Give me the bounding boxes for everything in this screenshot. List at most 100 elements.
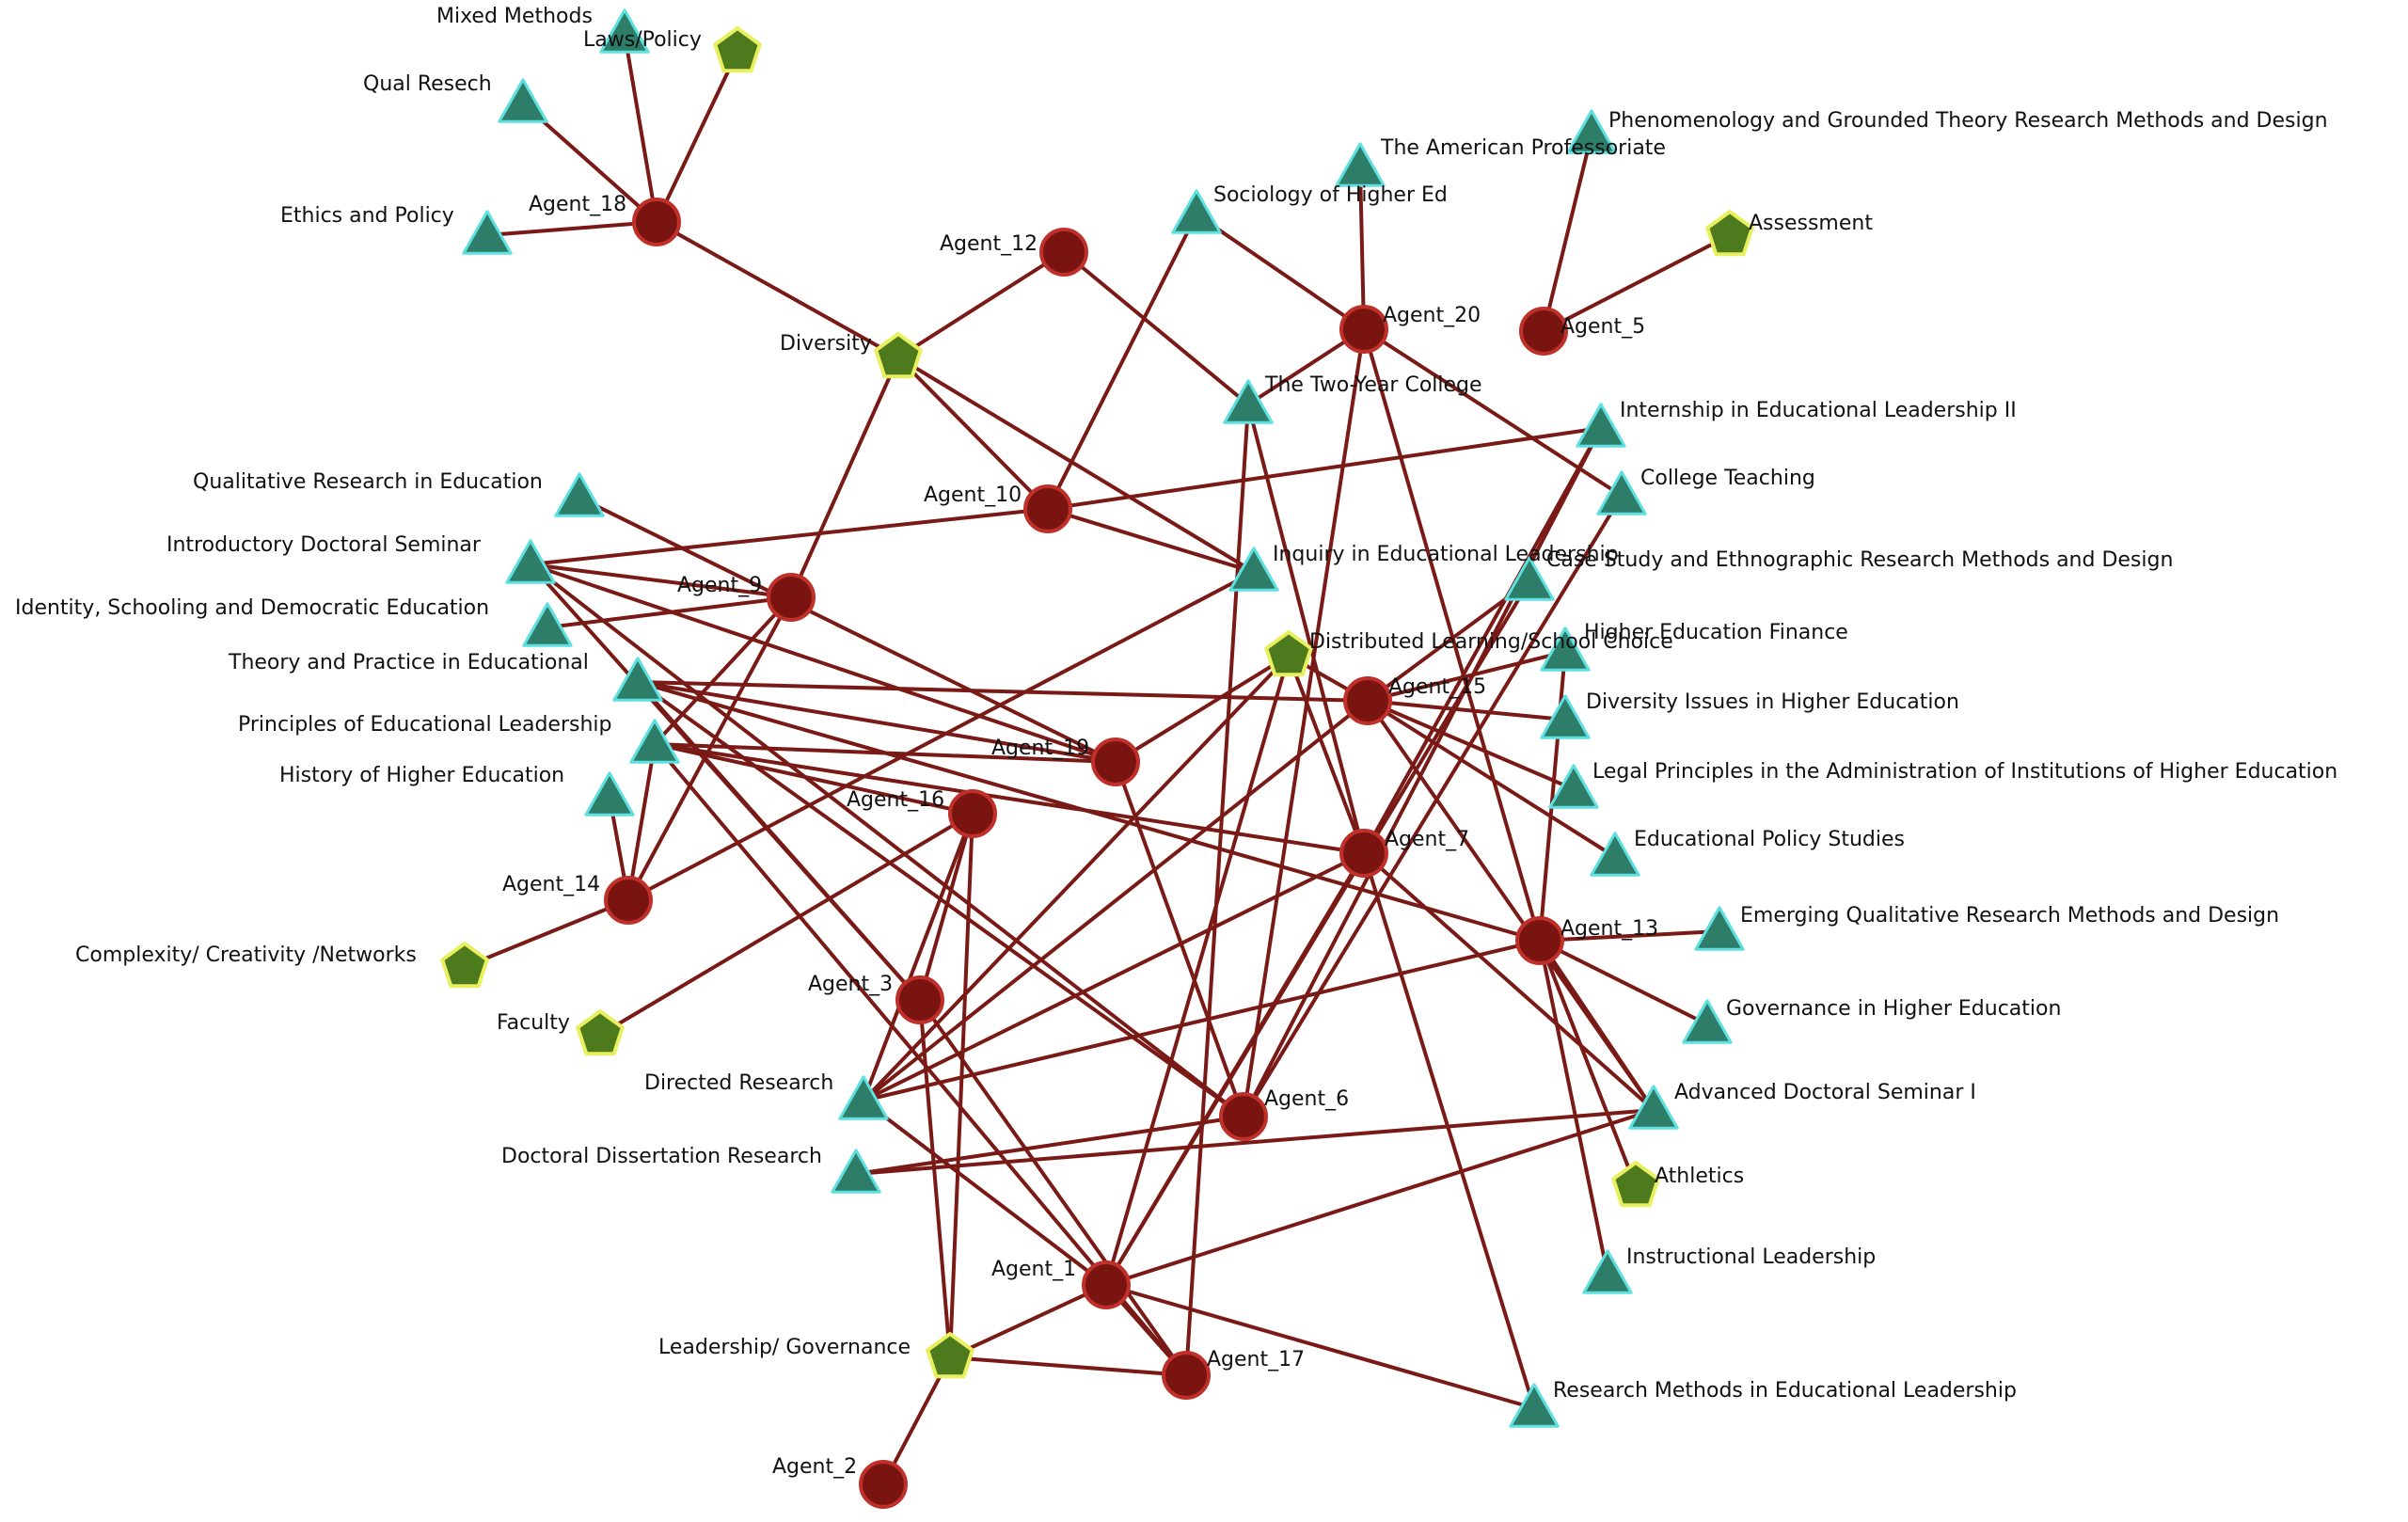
edge-agent_15-diversity_issues	[1366, 699, 1567, 721]
ed-policy-label: Educational Policy Studies	[1634, 828, 1905, 851]
agent-3-label: Agent_3	[808, 973, 893, 996]
leadership-governance-topic-node[interactable]	[926, 1332, 974, 1379]
edge-theory_practice-agent_3	[636, 680, 922, 1002]
edge-principles_el-agent_16	[653, 742, 974, 816]
governance-he-course-node[interactable]	[1682, 999, 1733, 1044]
ethics-policy-course-node[interactable]	[462, 210, 513, 255]
history-he-label: History of Higher Education	[279, 764, 564, 787]
edge-faculty-agent_16	[598, 812, 974, 1037]
diversity-issues-course-node[interactable]	[1540, 694, 1591, 739]
theory-practice-course-node[interactable]	[612, 657, 663, 702]
edge-agent_16-agent_3	[918, 812, 974, 1002]
edge-agent_13-governance_he	[1538, 939, 1709, 1026]
instructional-leadership-label: Instructional Leadership	[1626, 1245, 1876, 1269]
agent-3-agent-node[interactable]	[895, 975, 944, 1024]
two-year-college-course-node[interactable]	[1223, 379, 1274, 424]
doctoral-dissertation-label: Doctoral Dissertation Research	[501, 1145, 822, 1168]
phenomenology-course-node[interactable]	[1566, 109, 1617, 154]
agent-1-label: Agent_1	[991, 1258, 1076, 1281]
edge-agent_14-inquiry_el	[626, 570, 1256, 902]
agent-17-label: Agent_17	[1207, 1348, 1305, 1371]
assessment-topic-node[interactable]	[1705, 210, 1754, 257]
legal-principles-course-node[interactable]	[1548, 764, 1599, 809]
edge-agent_18-mixed_methods	[623, 32, 658, 224]
inquiry-el-course-node[interactable]	[1228, 547, 1279, 592]
edge-leadership_governance-agent_17	[948, 1356, 1188, 1377]
athletics-label: Athletics	[1655, 1165, 1744, 1188]
directed-research-course-node[interactable]	[838, 1075, 889, 1120]
history-he-course-node[interactable]	[584, 771, 635, 816]
laws-policy-topic-node[interactable]	[713, 26, 762, 73]
agent-14-agent-node[interactable]	[604, 876, 653, 925]
complexity-topic-node[interactable]	[440, 942, 489, 989]
qual-research-ed-course-node[interactable]	[554, 472, 605, 517]
he-finance-course-node[interactable]	[1540, 626, 1591, 672]
agent-19-agent-node[interactable]	[1091, 737, 1140, 786]
edge-agent_15-he_finance	[1366, 650, 1567, 703]
edge-agent_1-research_methods_el	[1104, 1283, 1536, 1410]
athletics-topic-node[interactable]	[1611, 1161, 1660, 1208]
agent-6-agent-node[interactable]	[1219, 1092, 1268, 1141]
edge-distributed_learning-agent_7	[1287, 654, 1366, 855]
american-professoriate-course-node[interactable]	[1335, 142, 1386, 187]
principles-el-course-node[interactable]	[629, 719, 680, 764]
edge-agent_1-case_study	[1104, 579, 1531, 1287]
edge-agent_5-phenomenology	[1542, 133, 1593, 333]
agent-20-agent-node[interactable]	[1339, 305, 1388, 354]
agent-16-label: Agent_16	[847, 788, 944, 812]
adv-doctoral-course-node[interactable]	[1628, 1085, 1679, 1130]
case-study-course-node[interactable]	[1504, 556, 1555, 601]
college-teaching-course-node[interactable]	[1596, 470, 1647, 515]
edge-agent_13-instructional_leadership	[1538, 939, 1609, 1276]
instructional-leadership-course-node[interactable]	[1582, 1249, 1633, 1294]
sociology-he-label: Sociology of Higher Ed	[1213, 183, 1448, 207]
agent-7-agent-node[interactable]	[1339, 829, 1388, 878]
agent-5-agent-node[interactable]	[1519, 307, 1568, 356]
edge-agent_7-internship_el2	[1362, 426, 1603, 855]
edge-agent_13-he_finance	[1538, 650, 1567, 943]
edge-two_year_college-agent_7	[1246, 403, 1366, 855]
edge-agent_15-directed_research	[862, 699, 1370, 1102]
doctoral-dissertation-course-node[interactable]	[831, 1149, 881, 1194]
agent-17-agent-node[interactable]	[1162, 1351, 1211, 1400]
edge-agent_10-sociology_he	[1046, 213, 1198, 511]
agent-10-agent-node[interactable]	[1023, 484, 1072, 533]
agent-12-agent-node[interactable]	[1039, 228, 1088, 277]
principles-el-label: Principles of Educational Leadership	[238, 713, 611, 737]
agent-18-agent-node[interactable]	[632, 198, 681, 246]
edge-agent_1-leadership_governance	[948, 1283, 1108, 1359]
agent-2-label: Agent_2	[772, 1455, 857, 1479]
agent-1-agent-node[interactable]	[1082, 1260, 1131, 1309]
edge-agent_6-doctoral_dissertation	[854, 1115, 1245, 1176]
edge-agent_7-research_methods_el	[1362, 851, 1536, 1410]
edge-agent_10-intro_doctoral	[529, 507, 1050, 566]
legal-principles-label: Legal Principles in the Administration o…	[1592, 760, 2337, 784]
intro-doctoral-course-node[interactable]	[505, 539, 556, 584]
edge-agent_10-internship_el2	[1046, 426, 1603, 511]
diversity-topic-node[interactable]	[874, 332, 923, 379]
emerging-qual-course-node[interactable]	[1694, 906, 1745, 951]
agent-16-agent-node[interactable]	[948, 789, 997, 838]
agent-9-agent-node[interactable]	[767, 573, 816, 622]
intro-doctoral-label: Introductory Doctoral Seminar	[166, 533, 482, 557]
ed-policy-course-node[interactable]	[1590, 832, 1640, 877]
agent-6-label: Agent_6	[1264, 1087, 1349, 1111]
agent-7-label: Agent_7	[1385, 828, 1469, 851]
ethics-policy-label: Ethics and Policy	[280, 204, 454, 228]
sociology-he-course-node[interactable]	[1171, 189, 1222, 234]
edge-agent_13-athletics	[1538, 939, 1638, 1188]
research-methods-el-course-node[interactable]	[1509, 1383, 1560, 1428]
identity-schooling-course-node[interactable]	[522, 602, 573, 647]
faculty-topic-node[interactable]	[576, 1009, 625, 1056]
agent-15-agent-node[interactable]	[1343, 676, 1392, 725]
agent-2-agent-node[interactable]	[859, 1460, 908, 1509]
agent-13-agent-node[interactable]	[1515, 916, 1564, 965]
internship-el2-course-node[interactable]	[1576, 403, 1626, 448]
mixed-methods-course-node[interactable]	[599, 8, 650, 54]
edge-directed_research-agent_1	[862, 1099, 1108, 1287]
qual-resech-course-node[interactable]	[498, 78, 548, 123]
distributed-learning-topic-node[interactable]	[1264, 630, 1313, 677]
edge-diversity-agent_9	[789, 356, 900, 599]
he-finance-label: Higher Education Finance	[1584, 621, 1848, 644]
diversity-issues-label: Diversity Issues in Higher Education	[1586, 690, 1959, 714]
